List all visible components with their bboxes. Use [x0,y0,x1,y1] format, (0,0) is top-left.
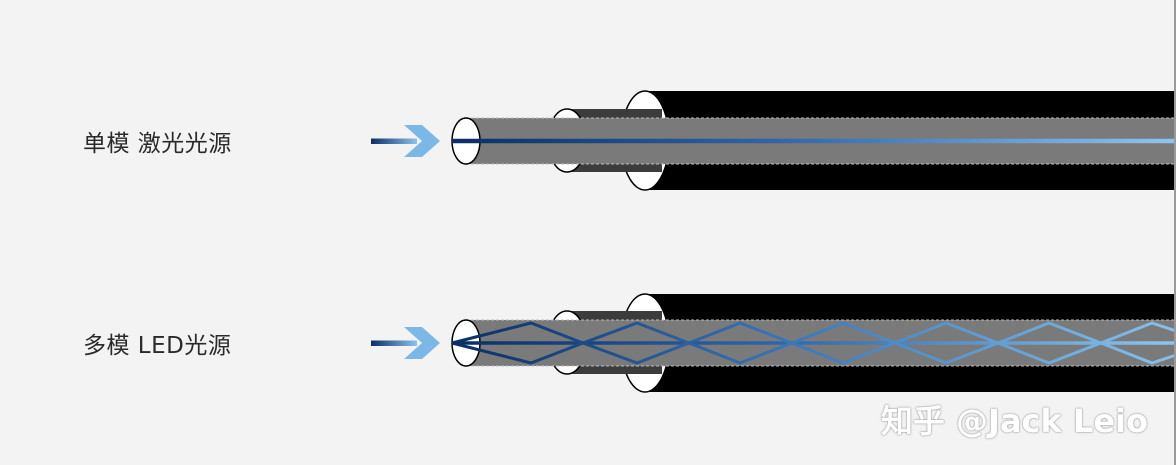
led-zigzag-ray-a [451,321,1176,345]
led-zigzag-ray-b [451,341,1176,365]
multi-mode-fiber [371,293,1176,393]
input-arrow-icon [371,327,440,359]
frame-edge [1174,0,1176,465]
single-mode-fiber [371,90,1176,191]
multi-mode-label: 多模 LED光源 [83,333,232,359]
watermark: 知乎 @Jack Leio [880,402,1148,440]
input-arrow-icon [371,125,440,157]
single-mode-label: 单模 激光光源 [83,131,232,157]
